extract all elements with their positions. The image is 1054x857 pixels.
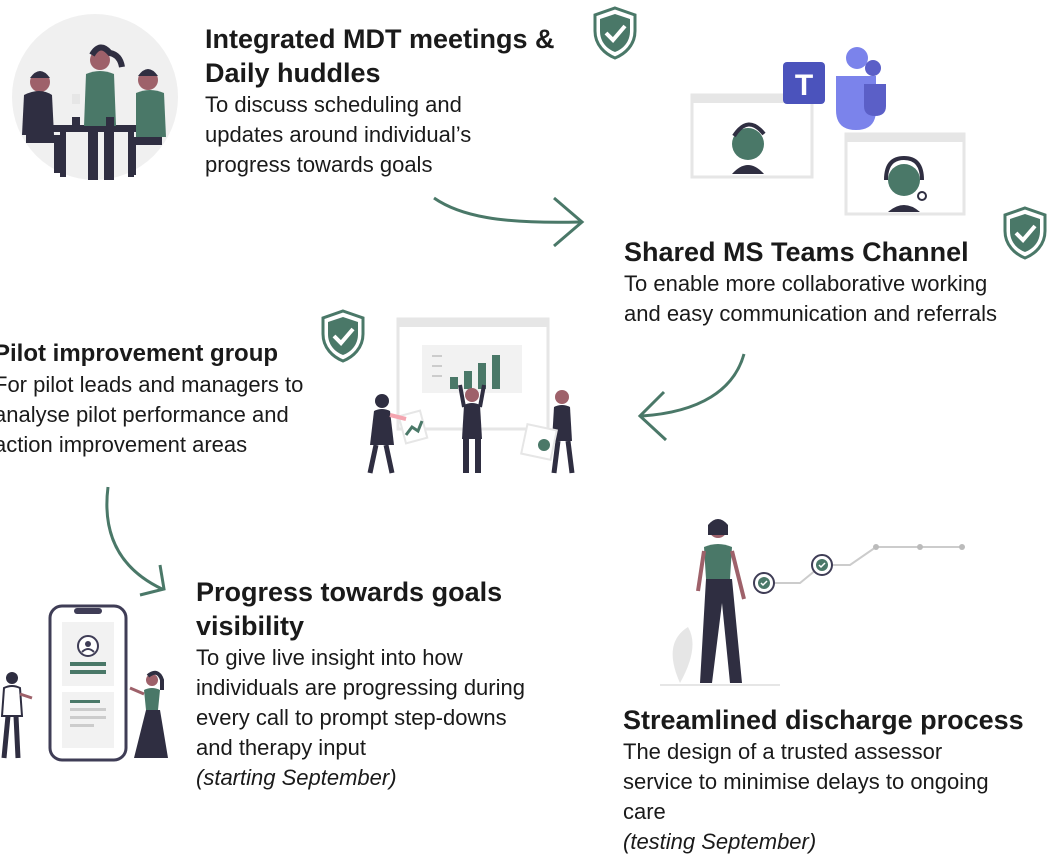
step-teams: Shared MS Teams Channel To enable more c… — [624, 235, 997, 329]
shield-check-icon — [1003, 206, 1047, 260]
step-description: action improvement areas — [0, 432, 248, 457]
teams-video-call-illustration: T — [690, 47, 966, 216]
mobile-app-illustration — [0, 604, 168, 762]
step-description: individuals are progressing during — [196, 675, 525, 700]
step-title: visibility — [196, 611, 305, 641]
pilot-group-illustration — [367, 317, 575, 474]
step-description: To give live insight into how — [196, 645, 463, 670]
curved-arrow-icon — [105, 486, 166, 597]
discharge-process-illustration — [660, 519, 965, 686]
step-description: analyse pilot performance and — [0, 402, 289, 427]
step-mdt: Integrated MDT meetings & Daily huddles … — [205, 22, 555, 180]
step-title: Streamlined discharge process — [623, 705, 1024, 735]
step-title: Progress towards goals — [196, 577, 503, 607]
step-progress: Progress towards goals visibility To giv… — [196, 575, 525, 793]
step-description: and easy communication and referrals — [624, 301, 997, 326]
step-description: For pilot leads and managers to — [0, 372, 304, 397]
step-timing-note: (testing September) — [623, 829, 817, 854]
curved-arrow-icon — [637, 353, 746, 442]
step-description: and therapy input — [196, 735, 367, 760]
step-description: every call to prompt step-downs — [196, 705, 507, 730]
step-timing-note: (starting September) — [196, 765, 397, 790]
step-title: Daily huddles — [205, 58, 381, 88]
step-description: care — [623, 799, 666, 824]
shield-check-icon — [593, 6, 637, 60]
step-discharge: Streamlined discharge process The design… — [623, 703, 1024, 857]
step-description: service to minimise delays to ongoing — [623, 769, 989, 794]
step-description: The design of a trusted assessor — [623, 739, 943, 764]
step-pilot: Pilot improvement group For pilot leads … — [0, 338, 303, 460]
step-title: Integrated MDT meetings & — [205, 24, 555, 54]
step-description: To discuss scheduling and — [205, 92, 462, 117]
step-title: Shared MS Teams Channel — [624, 237, 969, 267]
mdt-meeting-illustration — [12, 14, 178, 180]
step-description: progress towards goals — [205, 152, 433, 177]
shield-check-icon — [321, 309, 365, 363]
step-title: Pilot improvement group — [0, 340, 279, 367]
step-description: updates around individual’s — [205, 122, 472, 147]
svg-text:T: T — [795, 69, 813, 102]
step-description: To enable more collaborative working — [624, 271, 988, 296]
curved-arrow-icon — [433, 196, 585, 248]
